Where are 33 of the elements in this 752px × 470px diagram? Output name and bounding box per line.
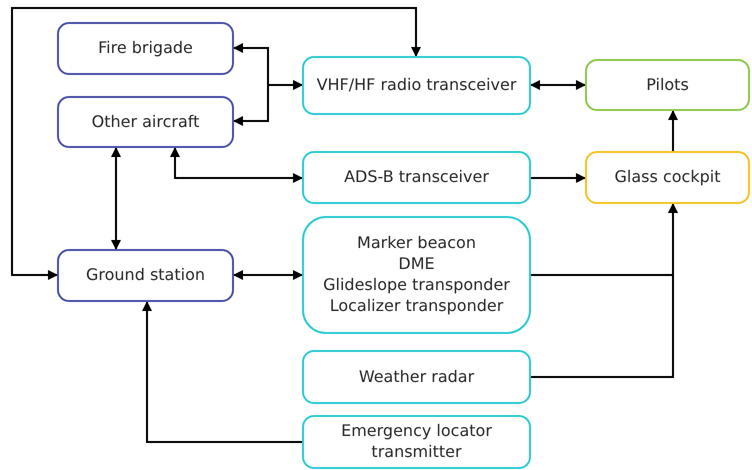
process-box <box>302 56 531 115</box>
node-label: Emergency locator transmitter <box>340 421 493 463</box>
node-label: Localizer transponder <box>330 296 504 317</box>
node-label: ADS-B transceiver <box>344 167 489 188</box>
process-box <box>57 96 234 148</box>
arrow <box>111 147 121 250</box>
process-box <box>57 249 234 302</box>
process-box <box>585 151 750 204</box>
arrow <box>668 110 678 151</box>
arrow <box>233 270 303 280</box>
arrow <box>530 80 586 90</box>
node-label: Fire brigade <box>98 38 193 59</box>
node-label: DME <box>398 254 435 275</box>
node-label: VHF/HF radio transceiver <box>316 75 516 96</box>
process-box <box>585 59 750 111</box>
node-label: Marker beacon <box>357 233 476 254</box>
arrow <box>142 301 302 443</box>
node-label: Glass cockpit <box>614 167 720 188</box>
node-label: Weather radar <box>358 366 474 388</box>
process-box <box>302 415 531 469</box>
arrow <box>170 147 303 183</box>
node-label: Glideslope transponder <box>323 275 510 296</box>
process-box <box>302 216 531 334</box>
process-box <box>302 350 531 404</box>
arrow <box>233 80 303 126</box>
arrow <box>531 203 678 378</box>
process-box <box>302 151 531 204</box>
node-label: Pilots <box>646 74 689 96</box>
node-label: Ground station <box>86 265 205 286</box>
node-label: Other aircraft <box>92 112 200 132</box>
arrow <box>11 7 421 280</box>
arrow <box>531 173 586 183</box>
process-box <box>57 22 234 75</box>
